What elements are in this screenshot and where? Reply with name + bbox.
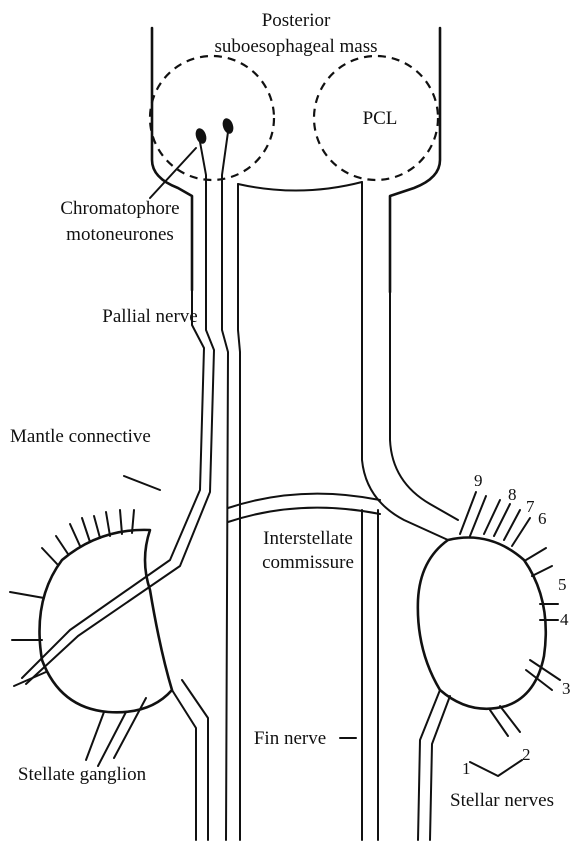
stellar-nerve-number-4: 4 [560, 610, 569, 629]
left-stellate-ganglion [10, 510, 208, 840]
stellar-nerve-number-3: 3 [562, 679, 571, 698]
label-chromatophore-line1: Chromatophore [60, 198, 179, 219]
label-chromatophore-line2: motoneurones [66, 224, 174, 245]
stellar-nerve-number-5: 5 [558, 575, 567, 594]
label-interstellate-line2: commissure [262, 552, 354, 573]
label-fin-nerve: Fin nerve [254, 728, 326, 749]
stellar-nerve-number-8: 8 [508, 485, 517, 504]
stellar-nerve-number-1: 1 [462, 759, 471, 778]
mantle-connective-leader-line [124, 476, 160, 490]
stellar-nerve-number-7: 7 [526, 497, 535, 516]
chromatophore-lobe-dashed [150, 56, 274, 180]
interstellate-commissure [228, 494, 380, 522]
label-stellar-nerves: Stellar nerves [450, 790, 554, 811]
suboesophageal-mass [152, 28, 440, 292]
label-posterior-line1: Posterior [262, 10, 331, 31]
stellar-nerve-number-6: 6 [538, 509, 547, 528]
label-mantle-connective: Mantle connective [10, 426, 151, 447]
chromatophore-motoneurones [194, 117, 235, 296]
label-interstellate-line1: Interstellate [263, 528, 353, 549]
right-stellate-ganglion [418, 492, 560, 840]
label-stellate-ganglion: Stellate ganglion [18, 764, 147, 785]
stellar-nerve-number-9: 9 [474, 471, 483, 490]
label-pallial-nerve: Pallial nerve [102, 306, 198, 327]
stellar-nerve-number-2: 2 [522, 745, 531, 764]
label-pcl: PCL [363, 108, 398, 129]
stellar-nerves-bracket [470, 760, 522, 776]
label-posterior-line2: suboesophageal mass [214, 36, 377, 57]
right-pallial-nerve [362, 292, 458, 840]
